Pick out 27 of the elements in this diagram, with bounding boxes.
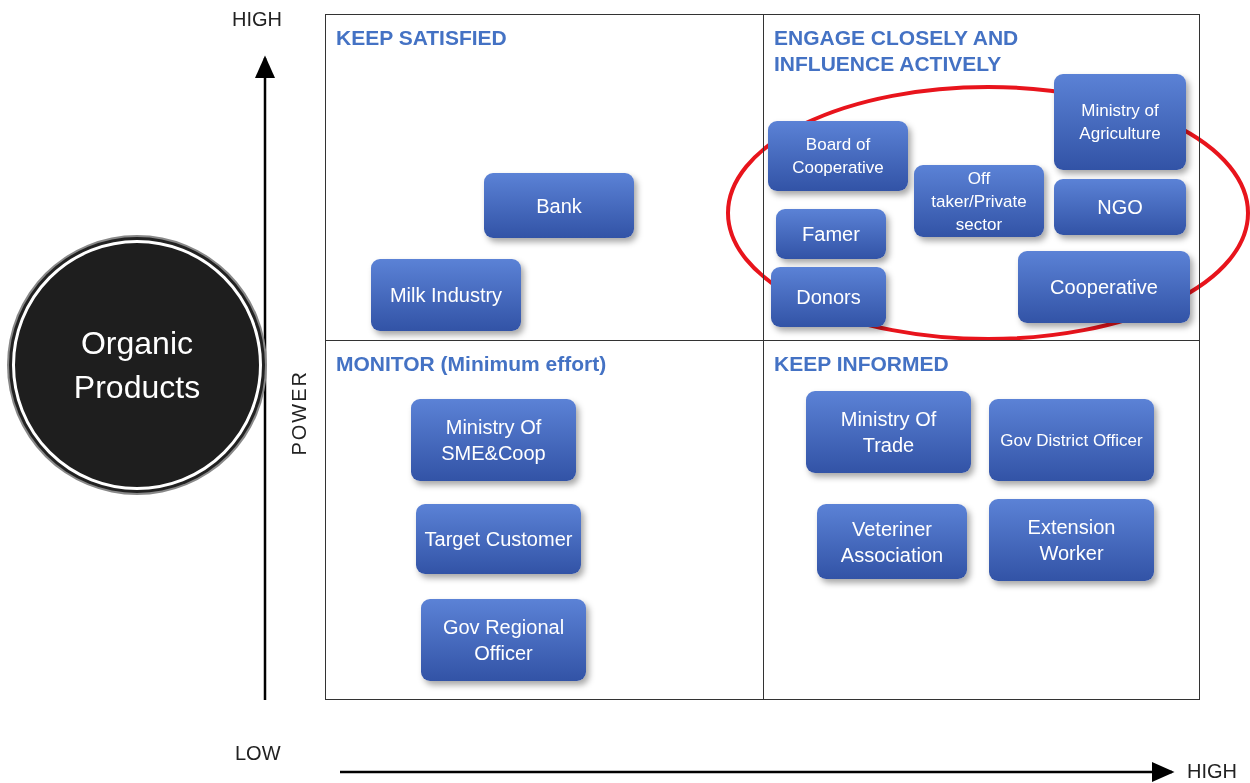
stakeholder-box: Veteriner Association <box>817 504 967 579</box>
stakeholder-box: Donors <box>771 267 886 327</box>
stakeholder-box: Ministry of Agriculture <box>1054 74 1186 170</box>
stakeholder-box: Cooperative <box>1018 251 1190 323</box>
stakeholder-box: Gov Regional Officer <box>421 599 586 681</box>
stakeholder-box: NGO <box>1054 179 1186 235</box>
quadrant-title: MONITOR (Minimum effort) <box>336 351 608 377</box>
stakeholder-box: Milk Industry <box>371 259 521 331</box>
stakeholder-box: Gov District Officer <box>989 399 1154 481</box>
stakeholder-box: Bank <box>484 173 634 238</box>
axis-title: POWER <box>288 370 311 456</box>
quadrant-panel <box>763 14 1200 341</box>
stakeholder-box: Famer <box>776 209 886 259</box>
stakeholder-box: Board of Cooperative <box>768 121 908 191</box>
axis-label: HIGH <box>232 8 282 31</box>
stakeholder-box: Ministry Of Trade <box>806 391 971 473</box>
axis-label: HIGH <box>1187 760 1237 783</box>
quadrant-title: KEEP INFORMED <box>774 351 950 377</box>
stakeholder-box: Off taker/Private sector <box>914 165 1044 237</box>
quadrant-panel <box>763 340 1200 700</box>
stakeholder-box: Ministry Of SME&Coop <box>411 399 576 481</box>
stakeholder-box: Target Customer <box>416 504 581 574</box>
quadrant-panel <box>325 340 764 700</box>
quadrant-title: ENGAGE CLOSELY AND INFLUENCE ACTIVELY <box>774 25 1020 77</box>
axis-label: LOW <box>235 742 281 765</box>
stakeholder-box: Extension Worker <box>989 499 1154 581</box>
quadrant-title: KEEP SATISFIED <box>336 25 508 51</box>
